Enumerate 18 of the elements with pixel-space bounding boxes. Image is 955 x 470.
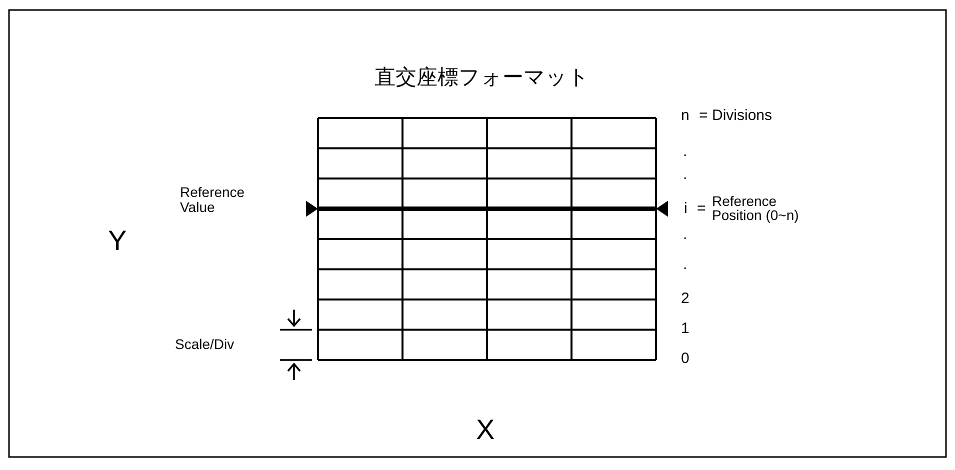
- variable-label: i: [684, 200, 688, 216]
- reference-position-label: Reference Position (0~n): [712, 194, 800, 224]
- ellipsis-dot: .: [683, 257, 688, 273]
- tick-label: 0: [681, 351, 690, 367]
- reference-value-label: Reference Value: [180, 185, 246, 214]
- equals-sign: =: [697, 200, 706, 216]
- ellipsis-dot: .: [683, 166, 688, 182]
- ellipsis-dot: .: [683, 227, 688, 243]
- equals-sign: =: [699, 108, 708, 124]
- tick-label: 1: [681, 320, 690, 336]
- tick-label: 2: [681, 290, 690, 306]
- ellipsis-dot: .: [683, 144, 688, 160]
- axis-label: X: [476, 415, 495, 444]
- axis-label: Y: [108, 226, 127, 256]
- scale-label: Scale/Div: [175, 337, 234, 352]
- variable-label: n: [681, 108, 690, 124]
- divisions-label: Divisions: [712, 108, 772, 124]
- title: 直交座標フォーマット: [374, 67, 590, 90]
